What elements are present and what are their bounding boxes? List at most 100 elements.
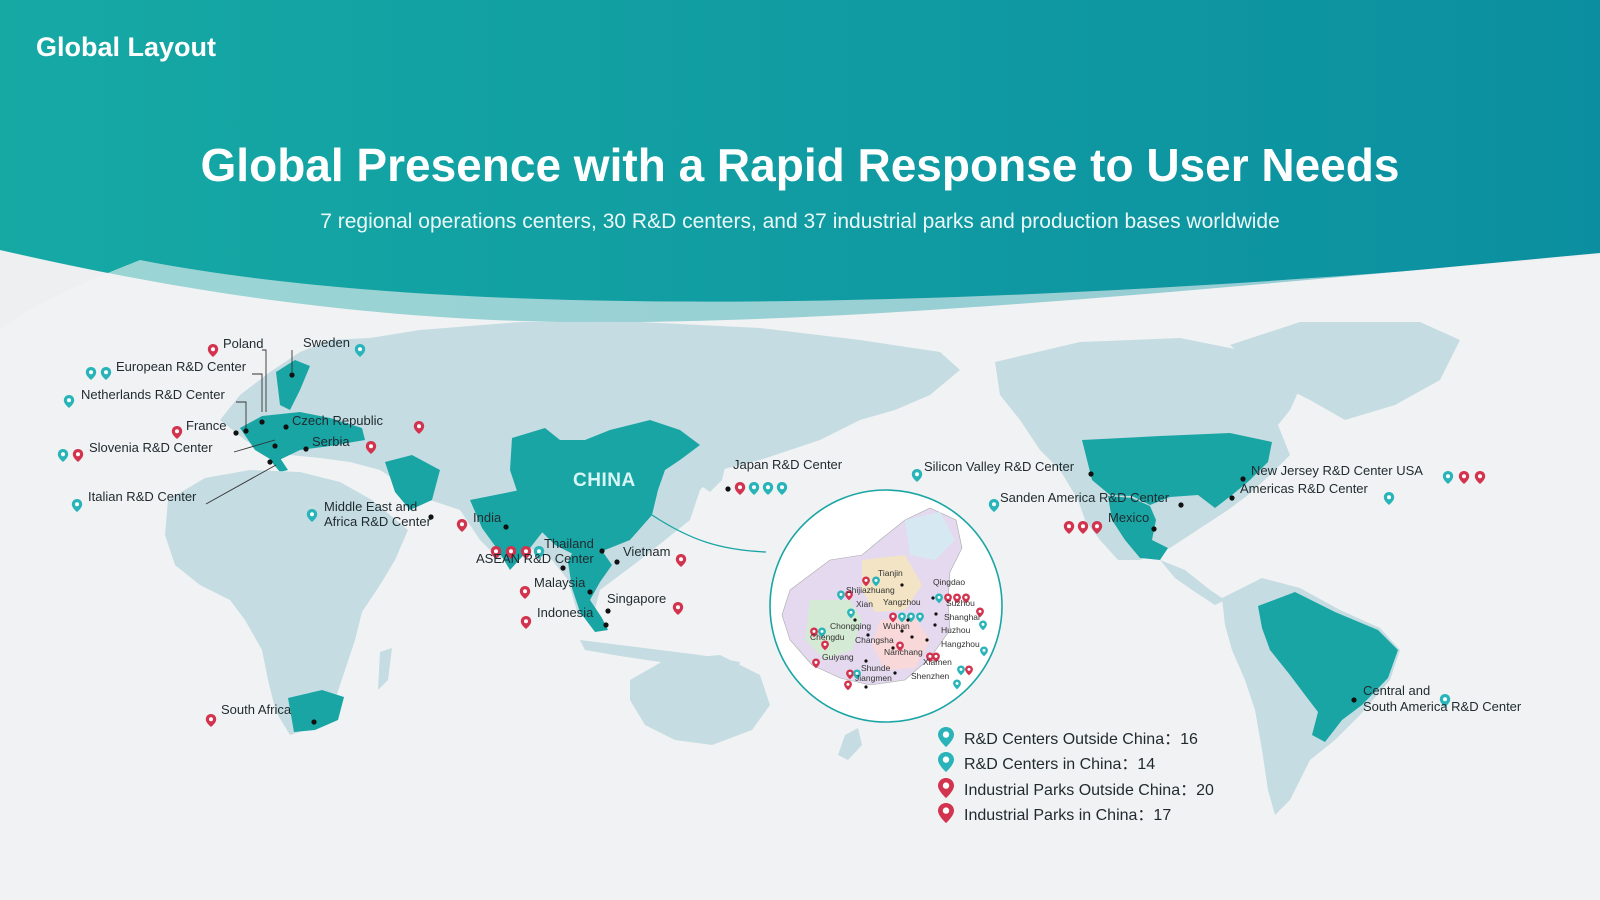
rd-pin-icon-hole	[358, 347, 362, 352]
park-pin-icon-hole	[1478, 474, 1482, 479]
map-label-central-and: Central and	[1363, 683, 1431, 698]
park-pin-icon-hole	[524, 549, 528, 554]
map-label-thailand: Thailand	[544, 536, 594, 551]
page-title: Global Presence with a Rapid Response to…	[200, 139, 1400, 191]
park-pin-icon-hole	[928, 654, 932, 658]
location-dot	[603, 622, 609, 628]
map-label-sweden: Sweden	[303, 335, 350, 350]
park-pin-icon-hole	[964, 595, 968, 599]
land-usa-highlight	[1082, 433, 1272, 508]
rd-pin-icon-hole	[915, 472, 919, 477]
inset-city-yangzhou: Yangzhou	[883, 597, 921, 607]
rd-pin-icon-hole	[766, 485, 770, 490]
inset-city-xian: Xian	[856, 599, 874, 609]
rd-pin-icon-hole	[992, 502, 996, 507]
park-pin-icon-hole	[946, 595, 950, 599]
location-dot	[1240, 476, 1246, 482]
inset-city-shunde: Shunde	[861, 663, 891, 673]
map-label-indonesia: Indonesia	[537, 605, 594, 620]
legend-item-parks-china: Industrial Parks in China：17	[938, 801, 1214, 827]
china-label: CHINA	[573, 470, 636, 491]
park-pin-icon-hole	[898, 643, 902, 647]
inset-city-chengdu: Chengdu	[810, 632, 845, 642]
park-pin-icon-hole	[209, 717, 213, 722]
map-label-silicon-valley-rd: Silicon Valley R&D Center	[924, 459, 1075, 474]
location-dot	[910, 635, 914, 639]
china-inset-markers	[810, 576, 988, 691]
land-madagascar	[378, 648, 392, 690]
rd-pin-icon-hole	[900, 614, 904, 618]
park-pin-icon-hole	[175, 429, 179, 434]
location-dot	[605, 608, 611, 614]
location-dot	[864, 659, 868, 663]
europe-leader-lines	[205, 349, 293, 505]
map-label-africa-rd: Africa R&D Center	[324, 514, 431, 529]
location-dot	[866, 633, 870, 637]
map-label-sanden-america-rd: Sanden America R&D Center	[1000, 490, 1170, 505]
map-label-india: India	[473, 510, 502, 525]
park-pin-icon-hole	[823, 642, 827, 646]
location-dot	[725, 486, 731, 492]
land-italy-highlight	[268, 448, 288, 472]
map-label-malaysia: Malaysia	[534, 575, 586, 590]
land-australia	[630, 655, 770, 745]
map-label-japan-rd: Japan R&D Center	[733, 457, 843, 472]
land-africa	[165, 470, 408, 735]
rd-pin-icon-hole	[982, 648, 986, 652]
legend-item-parks-outside: Industrial Parks Outside China：20	[938, 775, 1214, 801]
map-label-czech: Czech Republic	[292, 413, 384, 428]
page-subtitle: 7 regional operations centers, 30 R&D ce…	[320, 210, 1280, 233]
park-pin-icon-hole	[369, 444, 373, 449]
location-dot	[925, 638, 929, 642]
legend-item-rd-outside: R&D Centers Outside China：16	[938, 724, 1214, 750]
land-china-highlight	[510, 420, 700, 555]
legend-label: Industrial Parks Outside China：20	[964, 781, 1214, 799]
location-dot	[1088, 471, 1094, 477]
inset-city-guiyang: Guiyang	[822, 652, 854, 662]
rd-pin-icon-hole	[104, 370, 108, 375]
rd-pin-icon-hole	[918, 614, 922, 618]
park-pin-icon-hole	[1095, 524, 1099, 529]
rd-pin-icon-hole	[537, 549, 541, 554]
location-dot	[233, 430, 239, 436]
location-dot	[1151, 526, 1157, 532]
park-pin-icon-hole	[523, 589, 527, 594]
park-pin-icon-hole	[891, 614, 895, 618]
location-dot	[599, 548, 605, 554]
rd-pin-icon-hole	[909, 614, 913, 618]
rd-pin-icon-hole	[874, 578, 878, 582]
location-dot	[934, 612, 938, 616]
rd-pin-icon-hole	[849, 610, 853, 614]
map-label-serbia: Serbia	[312, 434, 350, 449]
park-pin-icon-hole	[814, 660, 818, 664]
park-pin-icon-hole	[738, 485, 742, 490]
rd-pin-icon-hole	[1387, 495, 1391, 500]
rd-pin-icon-hole	[839, 592, 843, 596]
park-pin-icon-hole	[955, 595, 959, 599]
location-dot	[267, 459, 273, 465]
rd-pin-icon-hole	[310, 512, 314, 517]
location-dot	[1229, 495, 1235, 501]
brand-title: Global Layout	[36, 32, 217, 62]
land-south-africa-highlight	[288, 690, 344, 732]
map-label-new-jersey-rd: New Jersey R&D Center USA	[1251, 463, 1423, 478]
rd-pin-icon	[938, 752, 954, 773]
location-dot	[259, 419, 265, 425]
map-label-netherlands-rd: Netherlands R&D Center	[81, 387, 225, 402]
map-label-south-america-rd: South America R&D Center	[1363, 699, 1522, 714]
map-label-italian-rd: Italian R&D Center	[88, 489, 197, 504]
park-pin-icon-hole	[211, 347, 215, 352]
land-scandinavia-highlight	[276, 360, 310, 410]
location-dot	[1178, 502, 1184, 508]
location-dot	[1351, 697, 1357, 703]
location-pins	[57, 344, 1486, 727]
inset-city-chongqing: Chongqing	[830, 621, 872, 631]
inset-city-jiangmen: Jiangmen	[855, 673, 892, 683]
rd-pin-icon-hole	[89, 370, 93, 375]
location-dot	[891, 646, 895, 650]
location-dot	[289, 372, 295, 378]
location-dot	[303, 446, 309, 452]
